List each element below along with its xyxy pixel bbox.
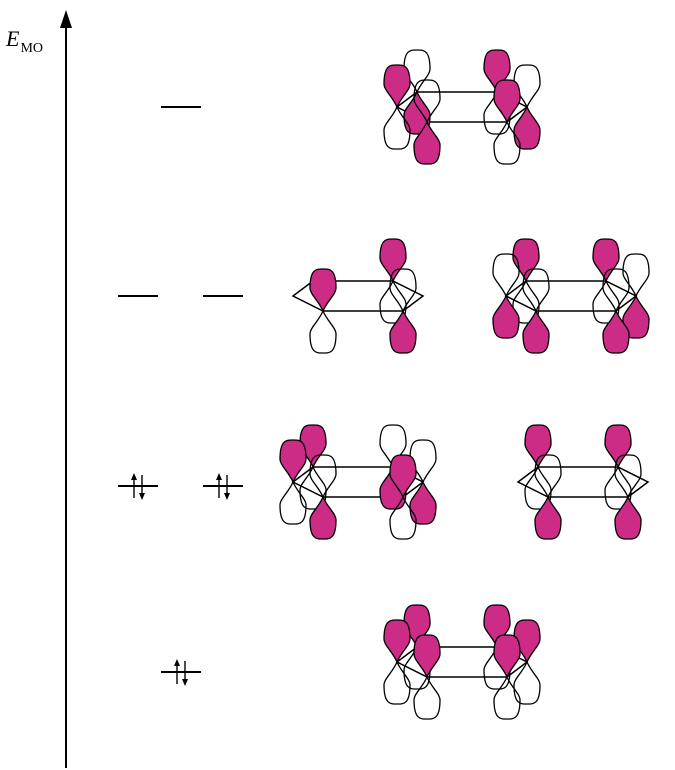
pi4-orbital-picture bbox=[291, 238, 425, 354]
pi1-bottom-orbital-picture bbox=[383, 604, 541, 720]
energy-levels bbox=[118, 106, 243, 686]
level-lower-orbital-1 bbox=[118, 473, 158, 500]
pi3-orbital-picture bbox=[516, 424, 650, 540]
axis-symbol: E bbox=[6, 26, 20, 51]
pi6-top-orbital-picture bbox=[383, 49, 541, 165]
orbital-pictures bbox=[279, 49, 650, 720]
axis-label-emo: EMO bbox=[6, 26, 43, 57]
axis-subscript: MO bbox=[20, 41, 44, 56]
level-lower-orbital-2 bbox=[203, 473, 243, 500]
energy-axis bbox=[60, 10, 72, 768]
level-bottom-orbital-1 bbox=[161, 659, 201, 686]
pi5-orbital-picture bbox=[492, 238, 650, 354]
pi2-orbital-picture bbox=[279, 424, 437, 540]
